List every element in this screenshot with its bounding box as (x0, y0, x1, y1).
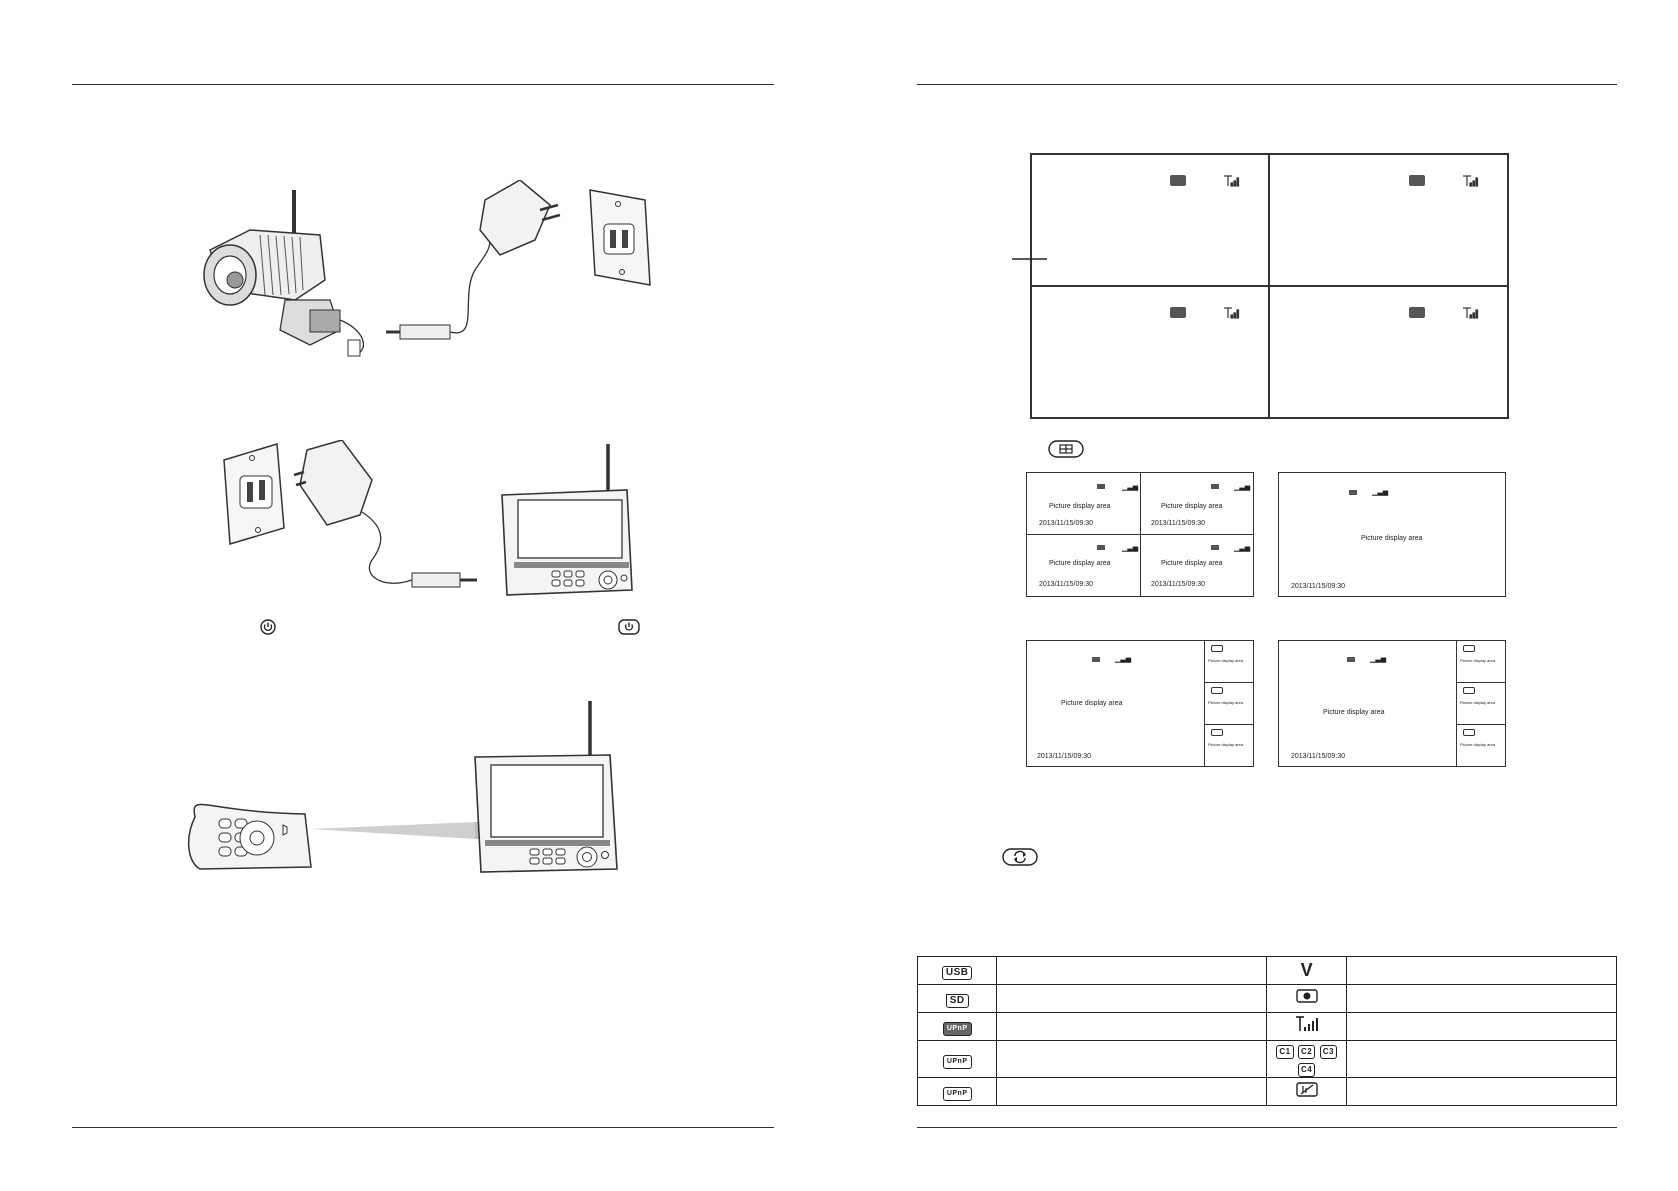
legend-row: SD (916, 984, 1618, 1013)
picture-area-label: Picture display area (1361, 535, 1423, 542)
channel-c1-icon: C1 (1276, 1045, 1294, 1059)
timestamp-label: 2013/11/15/09:30 (1291, 753, 1345, 760)
usb-icon: USB (941, 965, 973, 980)
quad-screen-diagram (1012, 153, 1509, 419)
preview-main-side: ▁▃▅ Picture display area 2013/11/15/09:3… (1026, 640, 1254, 767)
picture-area-label: Picture display area (1460, 700, 1496, 705)
timestamp-label: 2013/11/15/09:30 (1037, 753, 1091, 760)
timestamp-label: 2013/11/15/09:30 (1151, 581, 1205, 588)
top-rule-right (917, 84, 1617, 85)
monitor-power-illustration (223, 440, 633, 596)
top-rule-left (72, 84, 774, 85)
preview-quad: ▁▃▅ Picture display area 2013/11/15/09:3… (1026, 472, 1254, 597)
picture-area-label: Picture display area (1049, 503, 1111, 510)
legend-row: USB V (916, 956, 1618, 985)
bottom-rule-right (917, 1127, 1617, 1128)
picture-area-label: Picture display area (1161, 503, 1223, 510)
legend-row: UPnP (916, 1077, 1618, 1106)
picture-area-label: Picture display area (1208, 658, 1244, 663)
picture-area-label: Picture display area (1460, 658, 1496, 663)
v-icon: V (1300, 960, 1313, 980)
sd-card-icon: SD (945, 993, 969, 1008)
upnp-icon-1: UPnP (942, 1022, 972, 1036)
channel-c4-icon: C4 (1298, 1063, 1316, 1077)
legend-row: UPnP (916, 1012, 1618, 1041)
split-screen-button-icon (1048, 440, 1084, 458)
signal-icon (1295, 1016, 1318, 1031)
timestamp-label: 2013/11/15/09:30 (1039, 520, 1093, 527)
upnp-icon-3: UPnP (942, 1087, 972, 1101)
preview-main-side-2: ▁▃▅ Picture display area 2013/11/15/09:3… (1278, 640, 1506, 767)
channel-c2-icon: C2 (1298, 1045, 1316, 1059)
upnp-icon-2: UPnP (942, 1054, 972, 1069)
bottom-rule-left (72, 1127, 774, 1128)
preview-full: ▁▃▅ Picture display area 2013/11/15/09:3… (1278, 472, 1506, 597)
remote-control-illustration (188, 701, 618, 873)
icon-legend-table: USB V SD UPnP UPnP C1 C2 C3 C4 (916, 956, 1618, 1106)
picture-area-label: Picture display area (1208, 742, 1244, 747)
timestamp-label: 2013/11/15/09:30 (1291, 583, 1345, 590)
camera-power-illustration (203, 180, 651, 357)
timestamp-label: 2013/11/15/09:30 (1039, 581, 1093, 588)
no-signal-icon (1295, 1081, 1318, 1097)
picture-area-label: Picture display area (1460, 742, 1496, 747)
record-icon (1295, 989, 1318, 1003)
power-button-icon (618, 619, 640, 635)
power-icon (260, 619, 276, 635)
picture-area-label: Picture display area (1061, 700, 1123, 707)
channel-c3-icon: C3 (1319, 1045, 1337, 1059)
timestamp-label: 2013/11/15/09:30 (1151, 520, 1205, 527)
picture-area-label: Picture display area (1323, 709, 1385, 716)
channel-icons: C1 C2 C3 C4 (1276, 1041, 1337, 1077)
cycle-button-icon (1002, 848, 1038, 866)
picture-area-label: Picture display area (1161, 560, 1223, 567)
legend-row: UPnP C1 C2 C3 C4 (916, 1040, 1618, 1078)
picture-area-label: Picture display area (1208, 700, 1244, 705)
picture-area-label: Picture display area (1049, 560, 1111, 567)
